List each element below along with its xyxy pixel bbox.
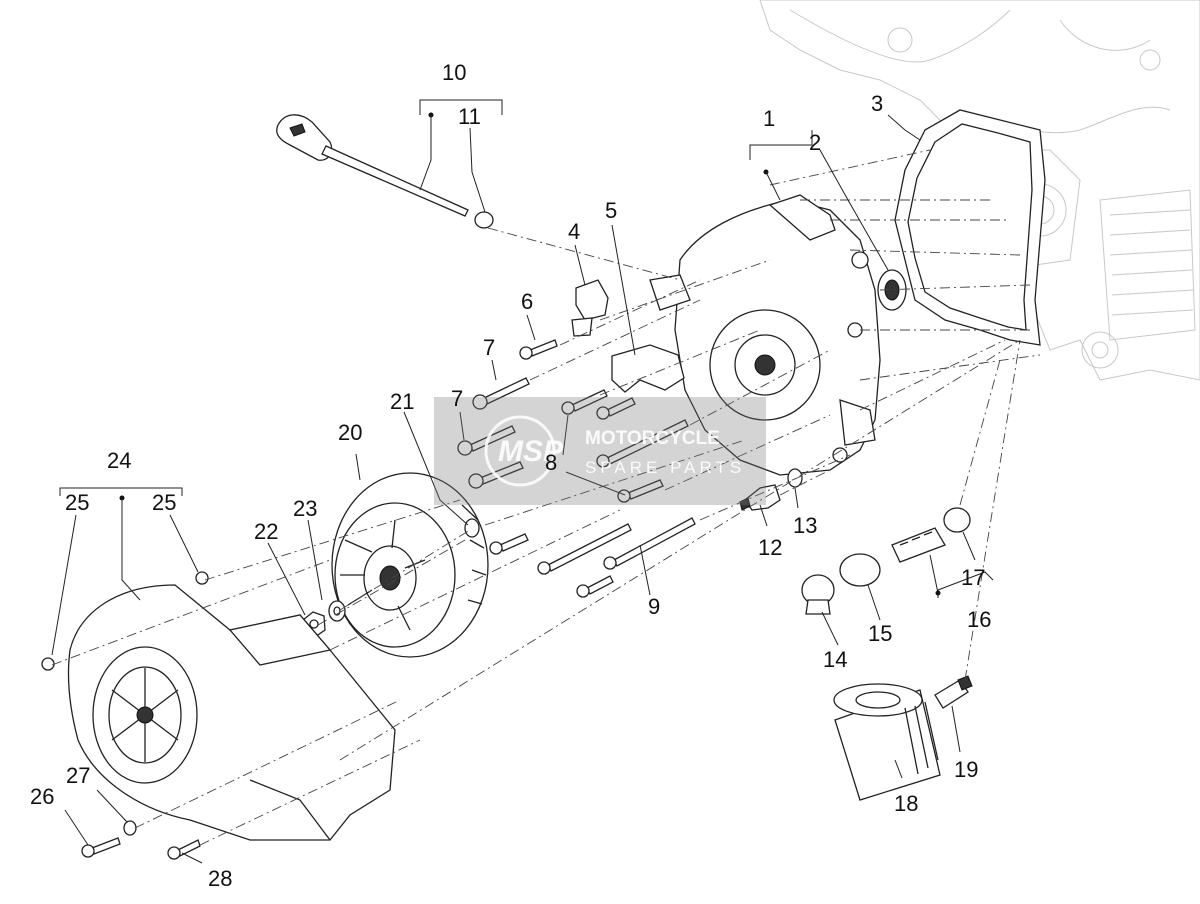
callout-2: 2: [809, 130, 821, 155]
callout-15: 15: [868, 621, 892, 646]
leader-lines: [51, 99, 994, 864]
callout-11: 11: [458, 104, 481, 129]
oil-seal-part-2: [877, 269, 907, 311]
drain-plug-part-14: [801, 574, 835, 615]
nut-part-25-right: [195, 571, 209, 585]
callout-14: 14: [823, 647, 847, 672]
assembly-lines: [51, 149, 1041, 846]
callout-3: 3: [871, 91, 883, 116]
bolt-part-7-upper: [472, 377, 530, 410]
callout-25-right: 25: [152, 490, 176, 515]
oil-filter-part-18: [833, 683, 941, 801]
callout-20: 20: [338, 420, 362, 445]
bolts-group: [457, 339, 696, 598]
bolt-part-7-lower: [457, 425, 516, 456]
callout-19: 19: [954, 757, 978, 782]
watermark-line-1: MOTORCYCLE: [585, 428, 720, 449]
washer-part-21: [464, 518, 480, 538]
callout-22: 22: [254, 519, 278, 544]
callout-21: 21: [390, 389, 414, 414]
callout-5: 5: [605, 198, 617, 223]
callout-1: 1: [763, 106, 775, 131]
dipstick-part-10: [276, 114, 494, 229]
callout-7-lower: 7: [451, 386, 463, 411]
fitting-part-19: [934, 675, 973, 709]
callout-26: 26: [30, 784, 54, 809]
callout-7-upper: 7: [483, 335, 495, 360]
bolt-part-9: [489, 517, 696, 598]
o-ring-part-15: [839, 553, 881, 587]
nut-part-25-left: [41, 657, 55, 671]
bolt-part-6: [519, 339, 558, 360]
watermark-line-2: SPARE PARTS: [585, 458, 745, 477]
callout-18: 18: [894, 791, 918, 816]
sensor-part-12: [739, 484, 781, 511]
callout-9: 9: [648, 594, 660, 619]
fan-cover-part-24: [67, 584, 396, 841]
callout-17: 17: [961, 565, 985, 590]
bolt-part-8: [468, 461, 524, 489]
screw-part-26: [81, 837, 121, 858]
callout-23: 23: [293, 496, 317, 521]
callout-12: 12: [758, 535, 782, 560]
bracket-part-4: [571, 279, 609, 337]
o-ring-part-17: [943, 507, 971, 533]
cooling-fan-part-20: [331, 472, 489, 658]
washer-part-13: [787, 468, 803, 488]
callout-27: 27: [66, 763, 90, 788]
callout-16: 16: [967, 607, 991, 632]
callout-28: 28: [208, 866, 232, 891]
gasket-part-3: [894, 109, 1046, 346]
washer-part-27: [123, 820, 137, 836]
callout-10: 10: [442, 60, 466, 85]
callout-25-left: 25: [65, 490, 89, 515]
callout-4: 4: [568, 219, 580, 244]
callout-8: 8: [545, 450, 557, 475]
crankcase-cover-part-1: [649, 194, 881, 476]
callout-13: 13: [793, 513, 817, 538]
screw-part-28: [167, 839, 201, 860]
oil-strainer-part-16: [891, 527, 946, 563]
watermark: MSP MOTORCYCLE SPARE PARTS: [434, 397, 766, 505]
watermark-logo: MSP: [498, 435, 564, 468]
callout-numbers: 1 2 3 4 5 6 7 7 8 9 10 11 12 13 14 15 16…: [30, 60, 991, 891]
clip-part-5: [611, 344, 685, 393]
callout-24: 24: [107, 448, 131, 473]
callout-6: 6: [521, 289, 533, 314]
